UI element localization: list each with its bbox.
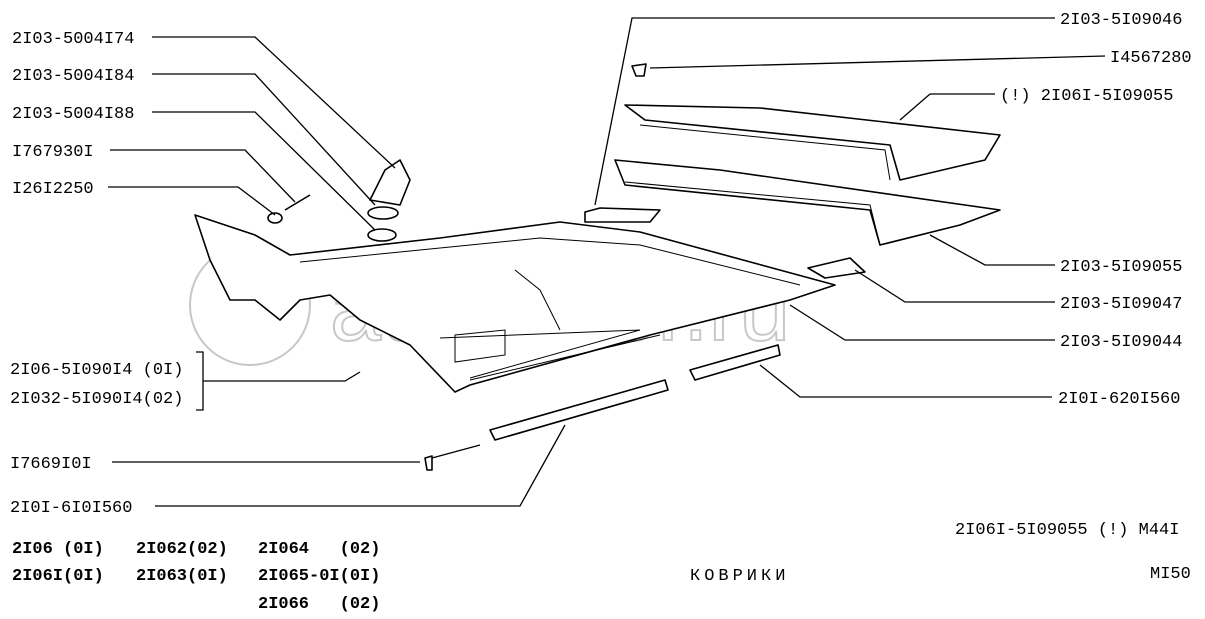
sill-front [489, 379, 669, 441]
label-boot: 2I03-5004I74 [12, 30, 134, 49]
label-mat-02: 2I032-5I090I4(02) [10, 390, 183, 409]
label-rear-mat-new: (!) 2I06I-5I09055 [1000, 87, 1173, 106]
plug [267, 212, 283, 224]
rear-mat-lower [614, 159, 1001, 246]
diagram-title: КОВРИКИ [690, 567, 789, 586]
label-sill-front: 2I0I-6I0I560 [10, 499, 132, 518]
leader-lines [108, 17, 1106, 507]
label-rear-mat: 2I03-5I09055 [1060, 258, 1182, 277]
boot-ring [367, 206, 399, 220]
label-pad-top: 2I03-5I09046 [1060, 11, 1182, 30]
model: 2I06 (0I) [12, 540, 104, 559]
model: 2I064 (02) [258, 540, 380, 559]
sill-rear [689, 344, 781, 381]
front-floor-mat [194, 214, 836, 393]
model: 2I066 (02) [258, 595, 380, 614]
label-seal: 2I03-5004I88 [12, 105, 134, 124]
label-ring: 2I03-5004I84 [12, 67, 134, 86]
model: 2I062(02) [136, 540, 228, 559]
label-screw2: I7669I0I [10, 455, 92, 474]
screw2 [424, 455, 433, 471]
label-sill-rear: 2I0I-620I560 [1058, 390, 1180, 409]
label-mat-01: 2I06-5I090I4 (0I) [10, 361, 183, 380]
rear-mat-upper [624, 104, 1001, 181]
model: 2I063(0I) [136, 567, 228, 586]
model: 2I06I(0I) [12, 567, 104, 586]
boot-seal [367, 228, 397, 242]
gear-boot [369, 159, 411, 206]
label-screw: I767930I [12, 143, 94, 162]
clip [631, 63, 647, 77]
page-code: MI50 [1150, 565, 1191, 584]
label-plug: I26I2250 [12, 180, 94, 199]
note: 2I06I-5I09055 (!) M44I [955, 521, 1179, 540]
label-trunk-mat: 2I03-5I09044 [1060, 333, 1182, 352]
label-clip: I4567280 [1110, 49, 1192, 68]
pad-top [584, 207, 661, 223]
label-pad-side: 2I03-5I09047 [1060, 295, 1182, 314]
pad-side [807, 257, 866, 279]
screw [284, 194, 311, 211]
model: 2I065-0I(0I) [258, 567, 380, 586]
model-list: 2I06 (0I) 2I062(02) 2I064 (02) 2I06I(0I)… [12, 540, 380, 614]
